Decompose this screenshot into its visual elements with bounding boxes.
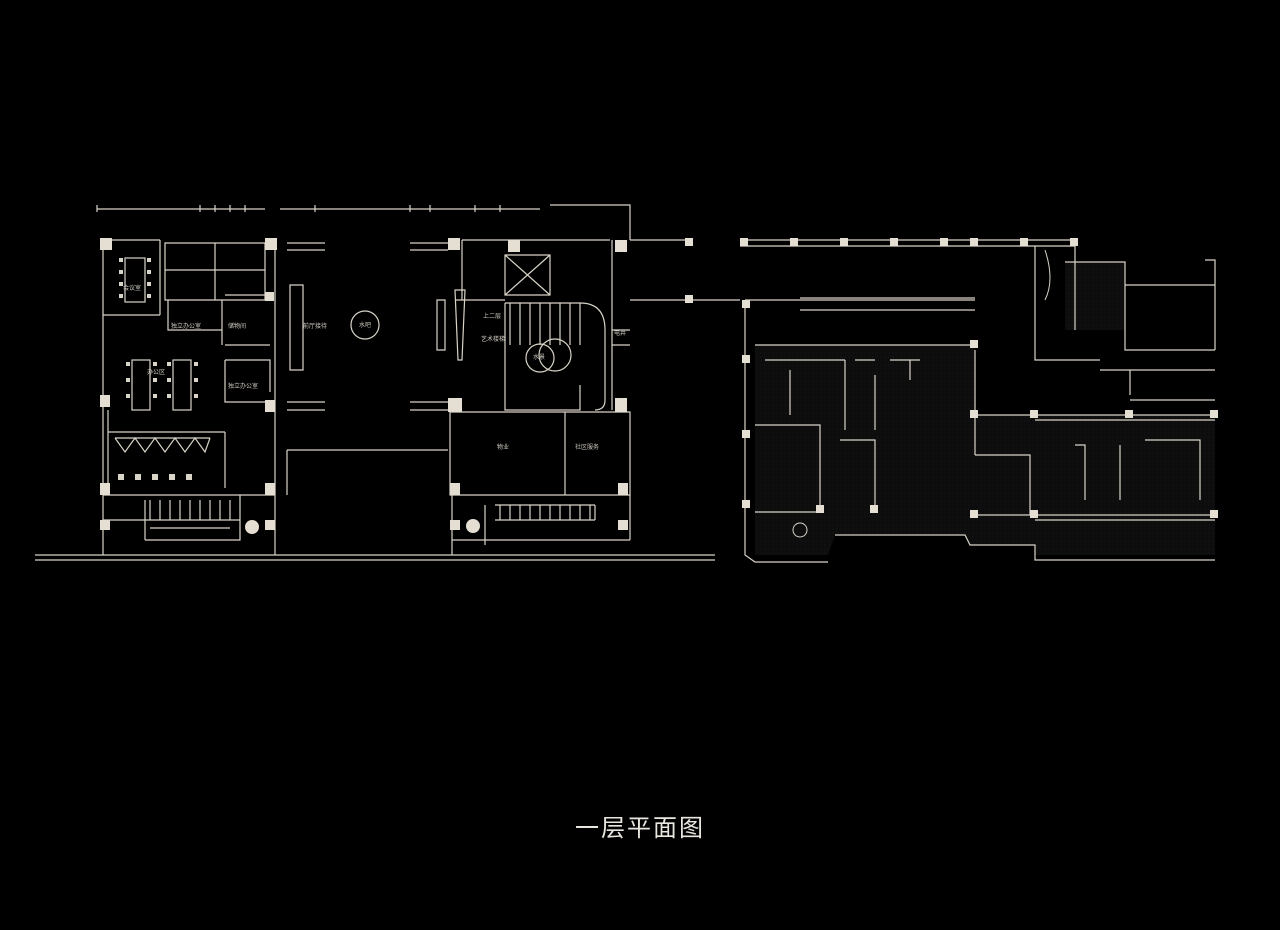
- drawing-title: 一层平面图: [575, 814, 705, 842]
- label-independent-office-1: 独立办公室: [171, 322, 201, 330]
- label-independent-office-2: 独立办公室: [228, 382, 258, 390]
- label-meeting: 会议室: [123, 284, 141, 292]
- label-art-stair: 艺术楼梯: [481, 335, 505, 343]
- round-column: [466, 519, 480, 533]
- label-property: 物业: [497, 443, 509, 451]
- structural-columns-left: [100, 238, 693, 530]
- left-building: [35, 204, 740, 561]
- label-water-feature: 水景: [533, 353, 545, 361]
- chairs: [118, 258, 198, 480]
- round-column: [245, 520, 259, 534]
- label-electric-shaft: 电井: [614, 329, 626, 337]
- right-building: [740, 238, 1218, 563]
- label-water-bar: 水吧: [359, 321, 371, 329]
- label-community-service: 社区服务: [575, 443, 599, 451]
- label-lobby-reception: 前厅接待: [303, 322, 327, 330]
- label-upstairs: 上二层: [483, 312, 501, 320]
- label-storage: 储物间: [228, 322, 246, 330]
- label-office-area: 办公区: [147, 368, 165, 376]
